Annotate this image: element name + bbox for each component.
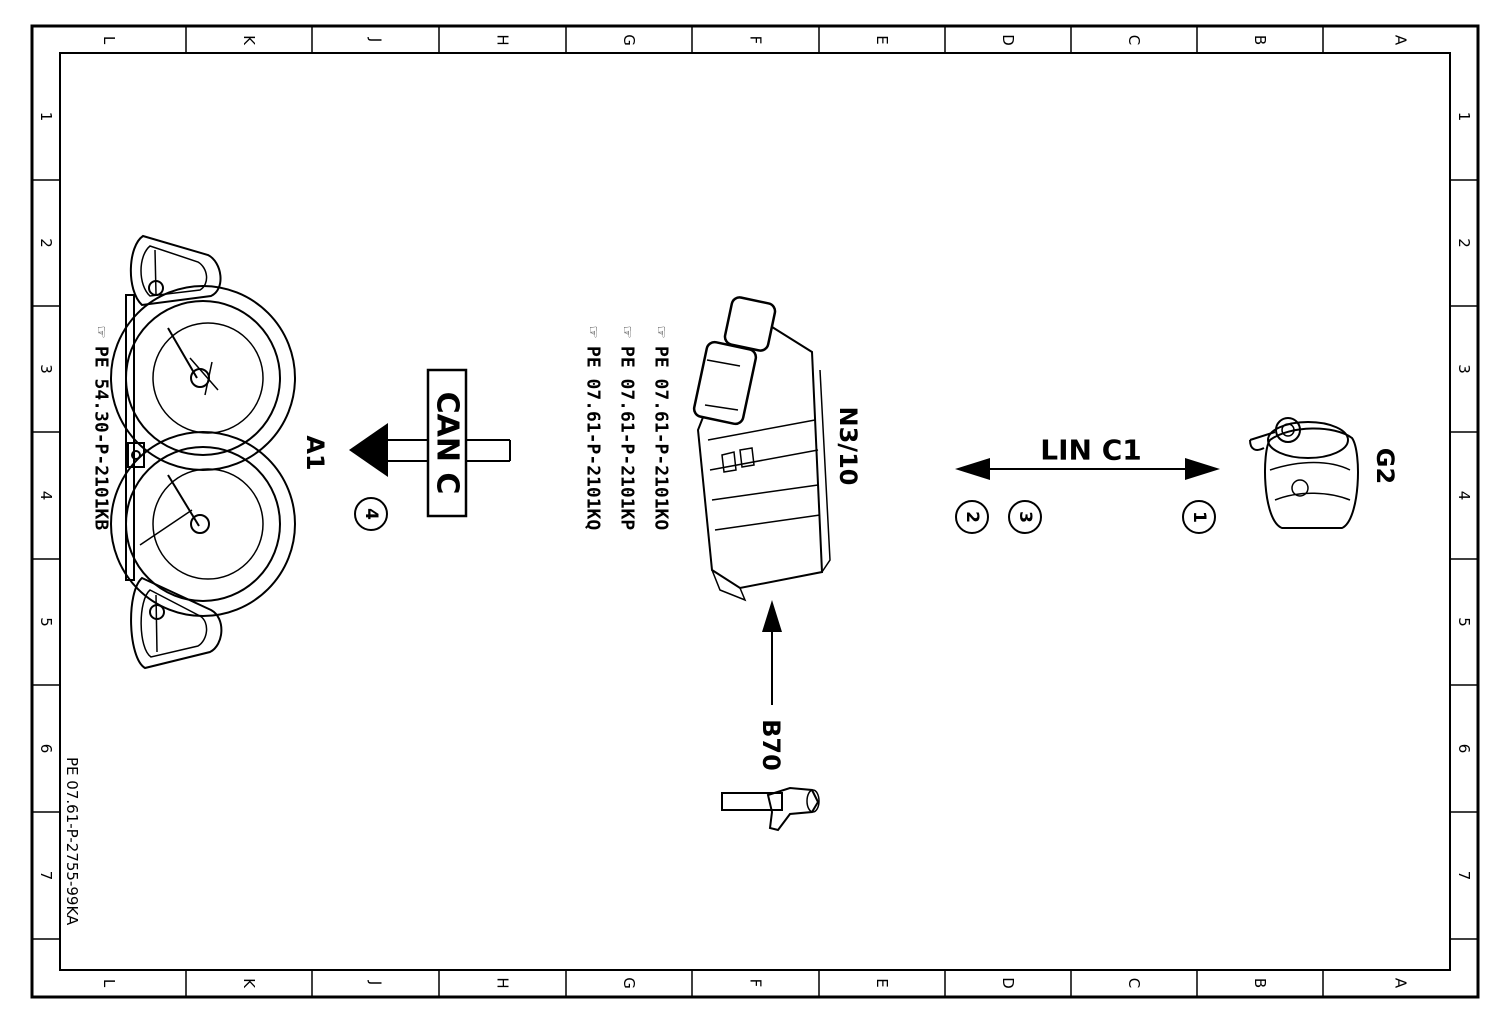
n310-ref-1: ☞ PE 07.61-P-2101KO [651, 327, 672, 531]
n310-ref-3: ☞ PE 07.61-P-2101KQ [583, 327, 604, 531]
zone-row-label: 4 [37, 491, 55, 501]
zone-column-label: C [1125, 978, 1143, 988]
zone-row-label: 3 [1455, 364, 1473, 374]
svg-text:1: 1 [1189, 511, 1209, 523]
zone-column-label: H [494, 977, 512, 988]
marker-2: 2 [955, 500, 989, 534]
svg-text:2: 2 [962, 511, 982, 523]
zone-column-label: K [240, 35, 258, 46]
zone-column-label: D [999, 34, 1017, 46]
marker-1: 1 [1182, 500, 1216, 534]
zone-column-label: A [1392, 35, 1410, 46]
zone-column-label: E [873, 35, 891, 44]
n310-ref-2: ☞ PE 07.61-P-2101KP [617, 327, 638, 531]
document-id: PE 07.61-P-2755-99KA [63, 757, 81, 926]
lin-arrow [955, 458, 1220, 480]
a1-label: A1 [301, 435, 329, 470]
zone-row-label: 2 [1455, 238, 1473, 248]
zone-column-label: D [999, 977, 1017, 989]
sensor-icon [721, 786, 820, 832]
zone-column-label: G [620, 34, 638, 46]
zone-row-label: 4 [1455, 491, 1473, 501]
zone-column-label: E [873, 978, 891, 987]
zone-column-label: K [240, 978, 258, 989]
n310-label: N3/10 [834, 407, 862, 486]
control-unit-icon [692, 296, 831, 602]
marker-4: 4 [354, 497, 388, 531]
zone-row-label: 7 [37, 871, 55, 881]
svg-text:PE 07.61-P-2101KO: PE 07.61-P-2101KO [651, 346, 672, 530]
svg-text:3: 3 [1015, 511, 1035, 523]
zone-row-label: 7 [1455, 871, 1473, 881]
hand-pointer-icon: ☞ [651, 327, 672, 338]
outer-frame [30, 24, 1480, 999]
zone-row-label: 2 [37, 238, 55, 248]
g2-label: G2 [1371, 448, 1399, 484]
zone-column-label: J [367, 37, 385, 42]
alternator-icon [1249, 417, 1359, 529]
hand-pointer-icon: ☞ [583, 327, 604, 338]
svg-text:PE 54.30-P-2101KB: PE 54.30-P-2101KB [91, 346, 112, 530]
zone-row-label: 6 [37, 744, 55, 754]
svg-text:PE 07.61-P-2101KP: PE 07.61-P-2101KP [617, 346, 638, 530]
b70-label: B70 [757, 719, 785, 771]
zone-row-label: 3 [37, 364, 55, 374]
marker-3: 3 [1008, 500, 1042, 534]
zone-column-label: C [1125, 35, 1143, 45]
b70-arrow [762, 600, 782, 705]
svg-text:PE 07.61-P-2101KQ: PE 07.61-P-2101KQ [583, 346, 604, 530]
zone-row-label: 5 [1455, 617, 1473, 627]
zone-ticks [32, 26, 1478, 997]
zone-row-label: 1 [1455, 112, 1473, 122]
zone-column-label: F [747, 979, 765, 988]
zone-column-label: L [100, 36, 118, 45]
zone-column-label: G [620, 977, 638, 989]
zone-column-label: B [1251, 978, 1269, 988]
zone-row-label: 6 [1455, 744, 1473, 754]
zone-column-label: F [747, 36, 765, 45]
hand-pointer-icon: ☞ [91, 327, 112, 338]
can-label: CAN C [430, 392, 465, 495]
inner-frame [59, 52, 1451, 971]
a1-ref: ☞ PE 54.30-P-2101KB [91, 327, 112, 531]
zone-row-label: 1 [37, 112, 55, 122]
hand-pointer-icon: ☞ [617, 327, 638, 338]
zone-column-label: L [100, 979, 118, 988]
lin-label: LIN C1 [1040, 434, 1141, 467]
svg-text:4: 4 [361, 508, 381, 520]
can-label-box [426, 368, 468, 518]
zone-column-label: B [1251, 35, 1269, 45]
zone-row-label: 5 [37, 617, 55, 627]
zone-column-label: J [367, 980, 385, 985]
zone-column-label: A [1392, 978, 1410, 989]
instrument-cluster-icon [110, 234, 296, 670]
zone-column-label: H [494, 34, 512, 45]
